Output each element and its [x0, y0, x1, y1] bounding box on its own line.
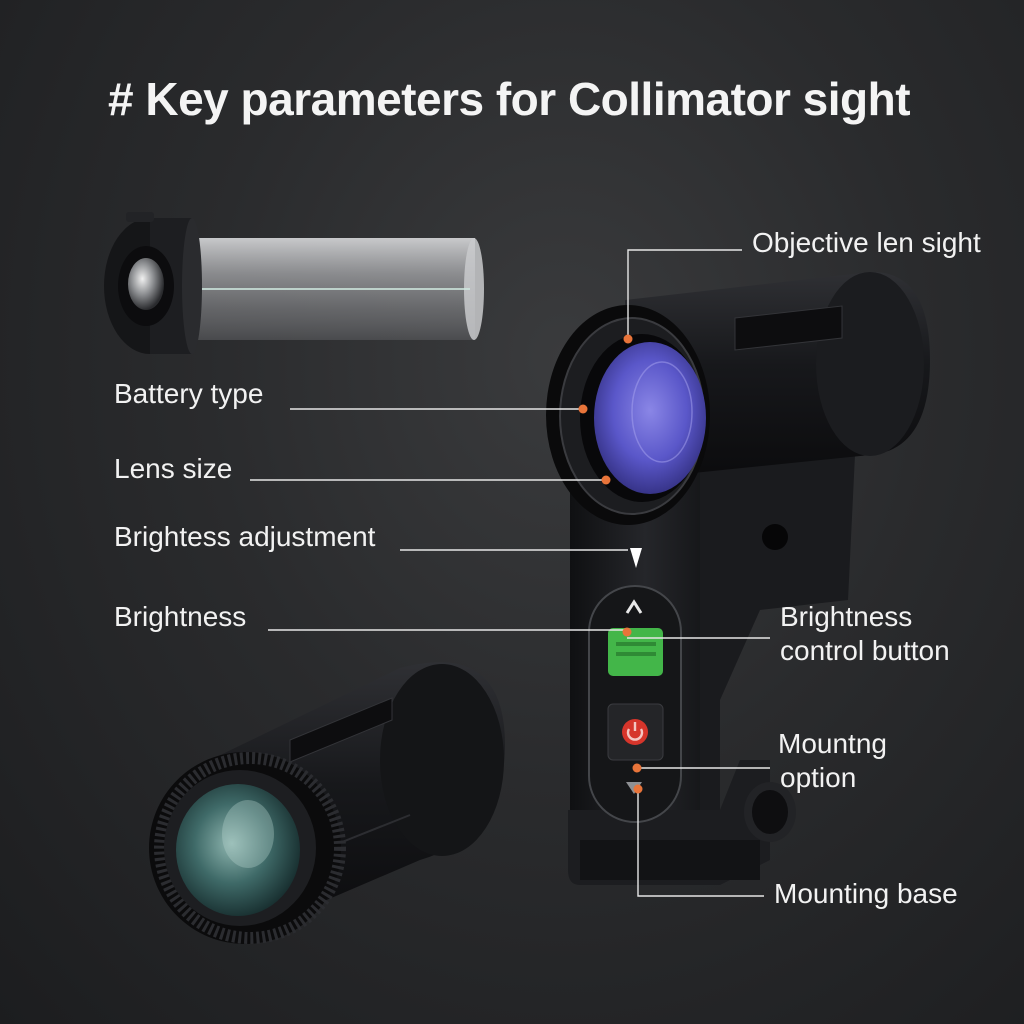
label-lens-size: Lens size: [114, 453, 233, 484]
label-brightness-control-line1: Brightness: [780, 601, 913, 632]
callout-dots: [578, 334, 643, 794]
callout-dot-lens-size: [601, 475, 611, 485]
secondary-scope-illustration: [149, 662, 505, 944]
label-brightness: Brightness: [114, 601, 247, 632]
callout-dot-mounting-base: [633, 784, 643, 794]
page-title: # Key parameters for Collimator sight: [108, 73, 911, 125]
callout-lines: [250, 249, 770, 897]
callout-dot-battery: [578, 404, 588, 414]
collimator-sight-illustration: [546, 271, 930, 885]
label-mounting-option-line1: Mountng: [778, 728, 887, 759]
up-arrow-icon: [625, 599, 643, 614]
power-icon: [622, 719, 648, 745]
label-objective-len-sight: Objective len sight: [752, 227, 981, 258]
callout-dot-objective: [623, 334, 633, 344]
label-battery-type: Battery type: [114, 378, 264, 409]
label-mounting-option-line2: option: [780, 762, 857, 793]
callout-line-objective: [627, 249, 742, 340]
adjustment-arrow-icon: [630, 548, 642, 568]
callout-dot-mounting-option: [632, 763, 642, 773]
label-mounting-base: Mounting base: [774, 878, 958, 909]
callout-dot-brightness: [622, 627, 632, 637]
battery-tube-illustration: [104, 212, 484, 354]
callout-line-mounting-base: [637, 790, 764, 897]
label-brightness-control-line2: control button: [780, 635, 950, 666]
label-brightess-adjustment: Brightess adjustment: [114, 521, 376, 552]
